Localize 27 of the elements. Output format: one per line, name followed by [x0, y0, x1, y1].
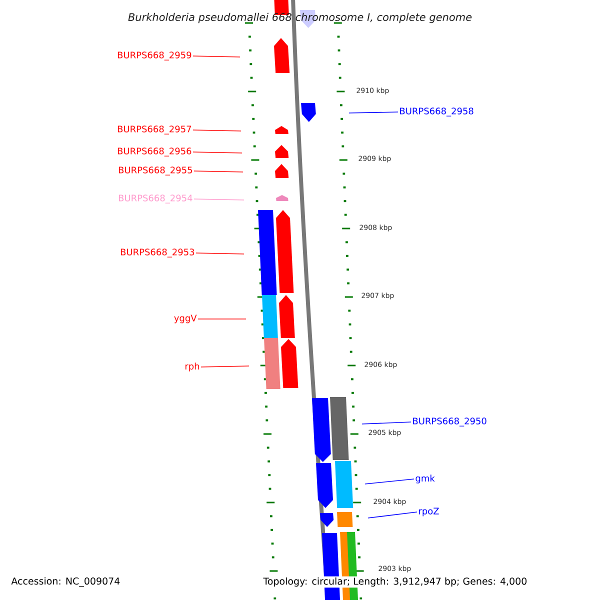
leader-line	[192, 152, 242, 154]
accession-text: Accession: NC_009074	[10, 576, 122, 588]
leader-line	[368, 512, 418, 518]
gene-label: BURPS668_2957	[118, 126, 192, 134]
title: Burkholderia pseudomallei 668 chromosome I, complete genome	[128, 12, 472, 24]
leader-line	[348, 112, 398, 114]
gene-label: yggV	[174, 314, 197, 324]
gene-label: gmk	[416, 474, 435, 484]
gene-label: BURPS668_2953	[120, 248, 194, 258]
leader-line	[194, 198, 244, 200]
gene-label: BURPS668_2955	[118, 166, 192, 176]
leader-line	[364, 478, 414, 484]
gene-label: BURPS668_2958	[400, 108, 474, 116]
leader-line	[200, 366, 250, 368]
gene-label: BURPS668_2956	[118, 148, 192, 156]
leader-line	[194, 170, 244, 172]
leader-line	[198, 318, 246, 320]
leader-line	[362, 422, 412, 424]
leader-line	[196, 252, 244, 254]
leader-line	[192, 56, 240, 58]
gene-label: rph	[186, 362, 200, 372]
genome-info-text: Topology: circular; Length: 3,912,947 bp; Genes: 4,000	[262, 576, 528, 588]
gene-label: BURPS668_2959	[118, 52, 192, 60]
gene-label: BURPS668_2954	[118, 194, 192, 204]
leader-line	[192, 130, 242, 132]
gene-label: rpoZ	[419, 508, 439, 516]
gene-label: BURPS668_2950	[413, 418, 486, 426]
